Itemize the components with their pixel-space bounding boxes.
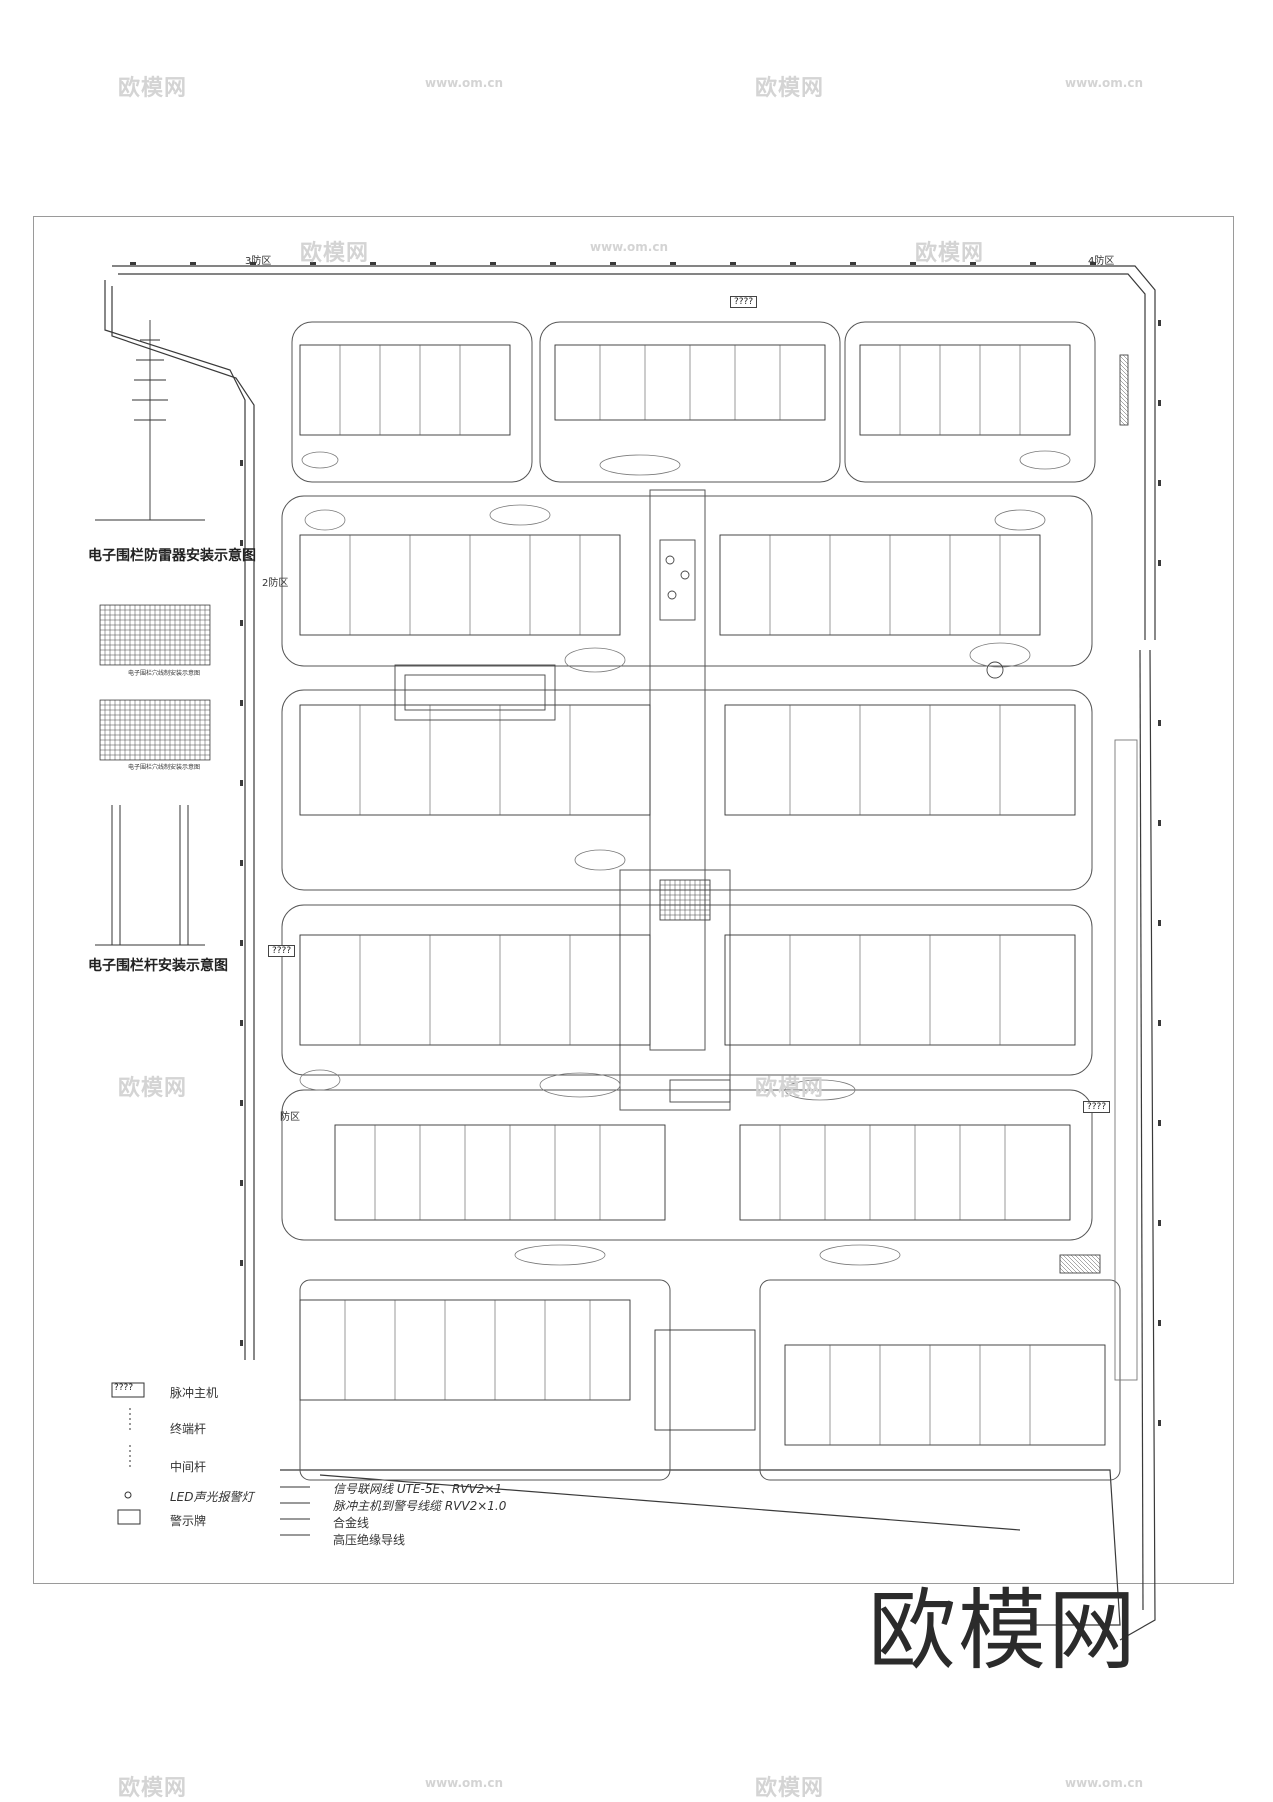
pulse-host-marker: ????: [1083, 1101, 1111, 1113]
watermark-url: www.om.cn: [590, 240, 669, 254]
watermark-logo: 欧模网: [755, 76, 825, 101]
legend-led-alarm: LED声光报警灯: [170, 1490, 254, 1504]
watermark-logo: 欧模网: [118, 1076, 188, 1101]
watermark-url: www.om.cn: [1065, 1776, 1144, 1790]
fence-pole-title: 电子围栏杆安装示意图: [88, 958, 228, 974]
legend-warning-sign: 警示牌: [170, 1514, 207, 1528]
lightning-arrester-detail: [95, 320, 205, 521]
unit-divisions: [339, 345, 1031, 1445]
watermark-logo: 欧模网: [300, 241, 370, 266]
zone-2-label: 2防区: [262, 578, 289, 589]
watermark-logo: 欧模网: [118, 1776, 188, 1801]
pulse-host-marker: ????: [268, 945, 296, 957]
brand-watermark: 欧模网: [868, 1579, 1139, 1682]
fence-pole-detail: [95, 805, 205, 946]
fence-poles: [130, 262, 1161, 1426]
zone-1-label: 防区: [280, 1112, 300, 1123]
pulse-host-marker: ????: [730, 296, 758, 308]
legend-pulse-host: 脉冲主机: [170, 1386, 219, 1400]
detail-1-title: 电子围栏穴线制安装示意图: [128, 670, 201, 677]
watermark-logo: 欧模网: [755, 1776, 825, 1801]
fence-install-detail-1: [99, 604, 211, 666]
detail-2-title: 电子围栏穴线制安装示意图: [128, 764, 201, 771]
legend-middle-pole: 中间杆: [170, 1460, 207, 1474]
legend-signal-cable: 信号联网线 UTE-5E、RVV2×1: [333, 1482, 503, 1496]
legend-alarm-cable: 脉冲主机到警号线缆 RVV2×1.0: [333, 1499, 507, 1513]
legend-alloy-wire: 合金线: [333, 1516, 370, 1530]
watermark-logo: 欧模网: [915, 241, 985, 266]
legend-terminal-pole: 终端杆: [170, 1422, 207, 1436]
watermark-url: www.om.cn: [425, 76, 504, 90]
drawing-frame: [33, 216, 1234, 1584]
lightning-arrester-title: 电子围栏防雷器安装示意图: [88, 548, 256, 564]
legend-symbols: [111, 1382, 310, 1536]
watermark-url: www.om.cn: [425, 1776, 504, 1790]
watermark-url: www.om.cn: [1065, 76, 1144, 90]
perimeter-fence: [104, 265, 1156, 1641]
legend-pulse-host-symbol: ????: [114, 1383, 134, 1393]
watermark-logo: 欧模网: [755, 1076, 825, 1101]
watermark-logo: 欧模网: [118, 76, 188, 101]
zone-3-label: 3防区: [245, 256, 272, 267]
central-features: [394, 354, 1138, 1381]
fence-install-detail-2: [99, 699, 211, 761]
legend-hv-wire: 高压绝缘导线: [333, 1533, 406, 1547]
zone-4-label: 4防区: [1088, 256, 1115, 267]
buildings: [299, 344, 1106, 1446]
landscape-islands: [299, 450, 1071, 1266]
